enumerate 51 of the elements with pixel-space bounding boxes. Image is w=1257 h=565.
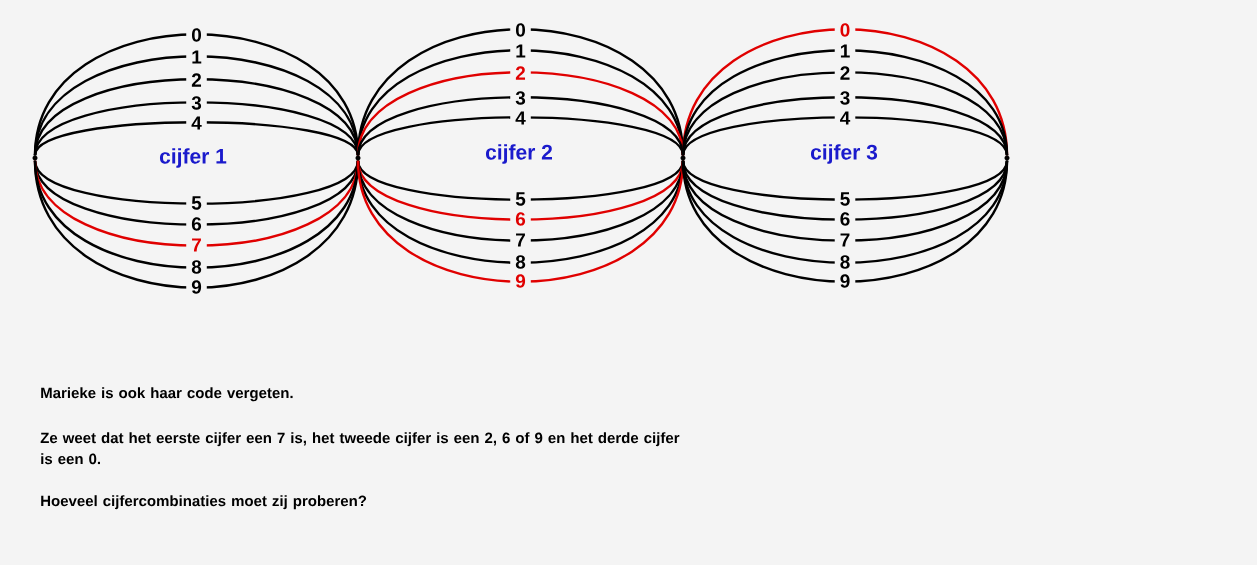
curved-line — [681, 160, 1009, 221]
edge-label: 0 — [834, 23, 856, 37]
curved-line — [681, 116, 1009, 156]
curved-line — [681, 160, 1009, 201]
edge-label: 7 — [834, 233, 856, 247]
edge-label: 5 — [510, 192, 531, 206]
curved-line — [34, 121, 360, 156]
curved-line — [356, 160, 685, 201]
edge-label: 4 — [510, 111, 531, 125]
edge-label: 7 — [186, 238, 207, 252]
edge-label: 6 — [510, 212, 531, 226]
paragraph: Marieke is ook haar code vergeten. — [41, 387, 293, 402]
curved-line — [356, 160, 685, 221]
edge-label: 0 — [510, 23, 531, 37]
edge-label: 8 — [834, 255, 856, 269]
edge-label: 0 — [186, 28, 207, 42]
curved-line — [356, 160, 685, 283]
edge-label: 4 — [834, 111, 856, 125]
edge-label: 5 — [834, 192, 856, 206]
curved-line — [33, 160, 360, 289]
edge-label: 4 — [186, 116, 207, 130]
edge-label: 1 — [834, 44, 856, 58]
edge-label: 9 — [510, 274, 531, 288]
edge-label: 3 — [834, 91, 856, 105]
curved-line — [356, 116, 685, 156]
edge-label: 1 — [510, 44, 531, 58]
junction-point — [1004, 155, 1010, 161]
edge-label: 5 — [186, 196, 207, 210]
junction-point — [680, 155, 686, 161]
edge-label: 1 — [186, 50, 207, 64]
junction-point — [355, 155, 361, 161]
edge-label: 3 — [510, 91, 531, 105]
heading: cijfer 2 — [485, 144, 552, 164]
paragraph: Hoeveel cijfercombinaties moet zij proberen? — [41, 495, 367, 510]
paragraph: Ze weet dat het eerste cijfer een 7 is, het tweede cijfer is een 2, 6 of 9 en het derde cijfer is een 0. — [40, 432, 680, 465]
edge-label: 8 — [186, 260, 207, 274]
edge-label: 7 — [510, 233, 531, 247]
edge-label: 6 — [834, 212, 856, 226]
junction-point — [32, 155, 38, 161]
curved-line — [33, 160, 360, 205]
heading: cijfer 3 — [810, 144, 878, 164]
edge-label: 9 — [186, 280, 207, 294]
edge-label: 2 — [834, 66, 856, 80]
edge-label: 2 — [510, 66, 531, 80]
heading: cijfer 1 — [159, 148, 227, 168]
edge-label: 2 — [186, 73, 207, 87]
edge-label: 8 — [510, 255, 531, 269]
edge-label: 6 — [186, 217, 207, 231]
edge-label: 3 — [186, 96, 207, 110]
edge-label: 9 — [834, 274, 856, 288]
curved-line — [681, 160, 1009, 283]
